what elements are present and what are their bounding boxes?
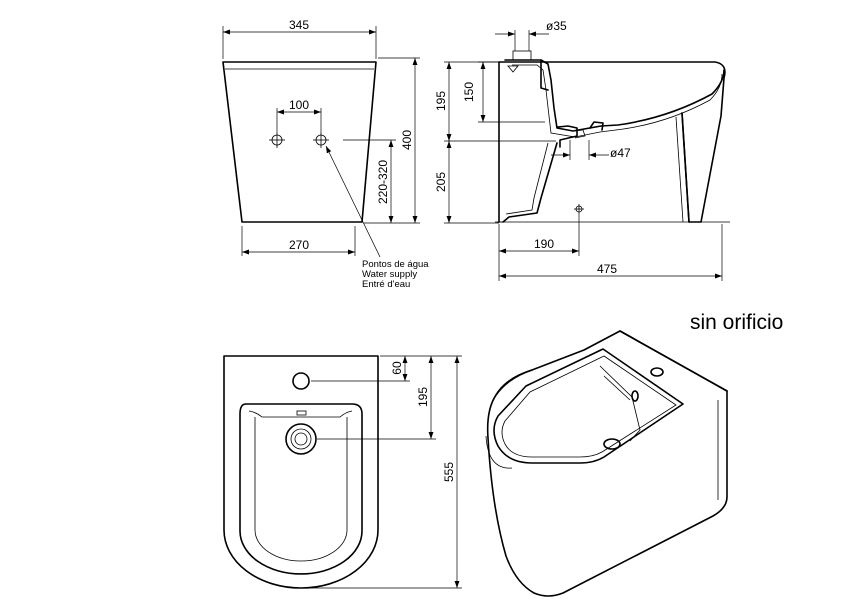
- supply-callout: Pontos de água Water supply Entré d'eau: [325, 145, 429, 290]
- dim-supply-height-label: 220-320: [376, 160, 390, 204]
- dim-drain-from-back: 195: [317, 355, 436, 440]
- dim-upper-height: 195: [434, 61, 556, 142]
- dim-drain-offset: 190: [498, 214, 580, 281]
- dim-front-width-top-label: 345: [289, 18, 309, 32]
- dim-hole-spacing: 100: [276, 98, 322, 132]
- top-drain: [285, 423, 317, 455]
- perspective-tap-hole: [650, 367, 664, 377]
- dim-lower-height-label: 205: [434, 172, 448, 192]
- supply-hole-left: [269, 132, 285, 148]
- dim-front-height-label: 400: [400, 130, 414, 150]
- top-bowl-rim: [239, 403, 363, 575]
- dim-tap-diameter-label: ø35: [546, 19, 567, 33]
- dim-front-width-bottom-label: 270: [289, 238, 309, 252]
- front-outline: [222, 61, 377, 223]
- top-view: 60 195 555: [223, 355, 462, 589]
- perspective-view: sin orificio: [485, 311, 783, 597]
- dim-tap-depth: 150: [462, 61, 545, 123]
- perspective-bowl-rim: [493, 348, 684, 464]
- top-outline: [223, 355, 379, 589]
- dim-front-height: 400: [364, 57, 420, 224]
- bowl-section: [504, 59, 725, 132]
- dim-tap-from-back-label: 60: [390, 361, 404, 375]
- drain-centre-mark: [574, 204, 584, 214]
- side-outer-outline: [498, 61, 726, 223]
- supply-note-line-3: Entré d'eau: [362, 279, 410, 290]
- dim-top-length-label: 555: [442, 462, 456, 482]
- dim-hole-spacing-label: 100: [289, 98, 309, 112]
- perspective-drain: [603, 438, 621, 450]
- dim-top-length: 555: [301, 355, 462, 589]
- front-view: 345 100 400 220-320 270: [222, 18, 429, 290]
- dim-upper-height-label: 195: [434, 91, 448, 111]
- dim-drain-diameter-label: ø47: [610, 146, 631, 160]
- dim-side-depth: 475: [499, 224, 723, 281]
- dim-drain-offset-label: 190: [534, 237, 554, 251]
- perspective-overflow-hole: [631, 390, 639, 402]
- dim-lower-height: 205: [434, 141, 499, 224]
- perspective-title: sin orificio: [690, 311, 783, 334]
- dim-tap-from-back: 60: [311, 355, 410, 382]
- dim-side-depth-label: 475: [597, 262, 617, 276]
- dim-tap-depth-label: 150: [462, 82, 476, 102]
- side-view: ø35 150 195 205 ø47: [434, 19, 730, 281]
- dim-front-width-top: 345: [222, 18, 377, 59]
- dim-tap-diameter: ø35: [495, 19, 567, 51]
- supply-hose: [502, 142, 558, 223]
- supply-note-line-1: Pontos de água: [362, 259, 429, 270]
- dim-drain-diameter: ø47: [551, 140, 631, 160]
- supply-hole-right: [313, 132, 329, 148]
- supply-note-line-2: Water supply: [362, 269, 417, 280]
- dim-front-width-bottom: 270: [241, 226, 356, 256]
- dim-supply-height: 220-320: [343, 139, 396, 223]
- top-tap-hole: [292, 372, 310, 390]
- dim-drain-from-back-label: 195: [416, 387, 430, 407]
